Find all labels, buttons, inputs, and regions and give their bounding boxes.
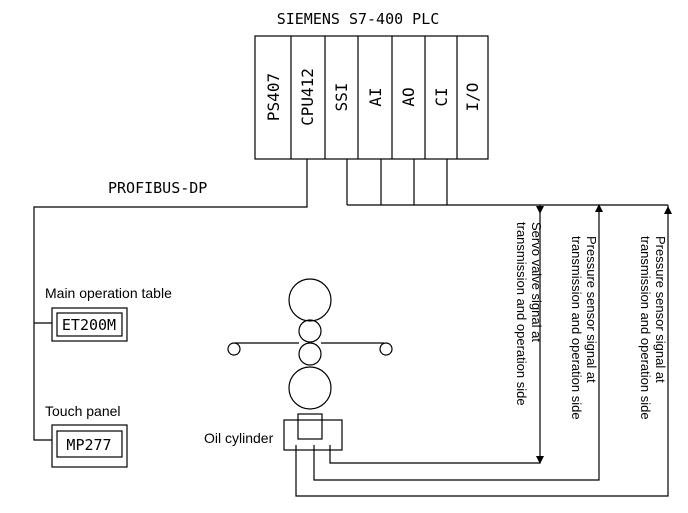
module-ps407: PS407 bbox=[264, 73, 283, 121]
strip-guide-roller bbox=[227, 342, 241, 356]
et200m-box bbox=[51, 307, 128, 342]
rolling-mill-rolls bbox=[227, 278, 393, 410]
pressure-signal-label-2: Pressure sensor signal at transmission a… bbox=[638, 236, 668, 420]
module-io: I/O bbox=[463, 83, 482, 112]
pressure-signal-label-1: Pressure sensor signal at transmission a… bbox=[569, 236, 599, 420]
module-ao: AO bbox=[399, 87, 418, 106]
module-ssi: SSI bbox=[332, 83, 351, 112]
strip-guide-roller bbox=[379, 342, 393, 356]
arrow-down-icon bbox=[536, 456, 544, 464]
plc-title: SIEMENS S7-400 PLC bbox=[277, 10, 440, 28]
module-cpu412: CPU412 bbox=[298, 68, 317, 126]
module-ai: AI bbox=[366, 87, 385, 106]
servo-signal-label: Servo valve signal at transmission and o… bbox=[514, 222, 544, 406]
arrow-up-icon bbox=[595, 204, 603, 212]
profibus-label: PROFIBUS-DP bbox=[108, 179, 207, 197]
signal-lines bbox=[295, 205, 669, 497]
et200m-label: ET200M bbox=[62, 316, 116, 334]
main-operation-table-label: Main operation table bbox=[45, 285, 172, 301]
touch-panel-label: Touch panel bbox=[45, 403, 121, 419]
arrow-up-icon bbox=[664, 206, 672, 214]
mp277-box bbox=[51, 424, 128, 468]
profibus-line bbox=[33, 159, 308, 441]
arrow-down-icon bbox=[536, 206, 544, 214]
mp277-label: MP277 bbox=[66, 436, 111, 454]
plc-rack bbox=[254, 35, 489, 160]
oil-cylinder bbox=[283, 413, 343, 451]
oil-cylinder-label: Oil cylinder bbox=[204, 430, 274, 446]
module-signal-bus bbox=[346, 159, 668, 206]
module-ci: CI bbox=[432, 87, 451, 106]
